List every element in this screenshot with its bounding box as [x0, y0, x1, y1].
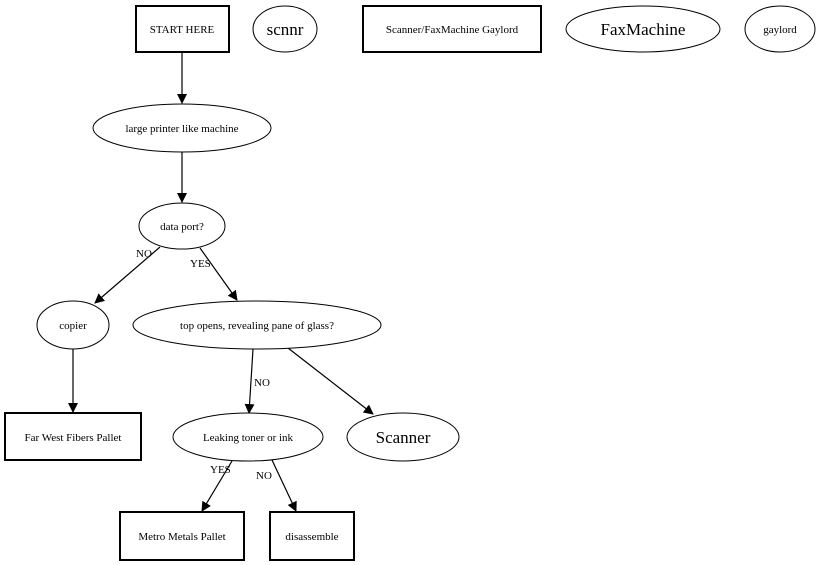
node-copier: copier	[36, 300, 110, 350]
node-gaylord-label: gaylord	[763, 24, 797, 36]
node-top-opens-label: top opens, revealing pane of glass?	[180, 320, 334, 332]
node-scanner: Scanner	[346, 412, 460, 462]
node-far-west-fibers: Far West Fibers Pallet	[4, 412, 142, 461]
node-gaylord: gaylord	[744, 5, 816, 53]
node-large-printer-label: large printer like machine	[125, 123, 238, 135]
node-scanner-fax-gaylord: Scanner/FaxMachine Gaylord	[362, 5, 542, 53]
edge-labels: NO YES NO YES NO	[136, 248, 272, 482]
edge-label-leaking-metro: YES	[210, 464, 231, 476]
node-faxmachine-label: FaxMachine	[601, 20, 686, 39]
edges	[68, 52, 374, 512]
node-data-port: data port?	[138, 202, 226, 250]
node-scanner-label: Scanner	[376, 428, 431, 447]
edge-top-opens-to-scanner	[287, 347, 374, 415]
node-far-west-fibers-label: Far West Fibers Pallet	[25, 432, 122, 444]
edge-data-port-to-top-opens	[199, 247, 238, 301]
node-start-here: START HERE	[135, 5, 230, 53]
edge-label-data-port-top-opens: YES	[190, 258, 211, 270]
node-leaking-toner-label: Leaking toner or ink	[203, 432, 294, 444]
node-copier-label: copier	[59, 320, 87, 332]
node-scnnr-label: scnnr	[267, 20, 304, 39]
edge-top-opens-to-leaking	[244, 348, 255, 414]
edge-leaking-to-disassemble	[271, 459, 297, 512]
node-disassemble-label: disassemble	[285, 531, 338, 543]
edge-label-data-port-copier: NO	[136, 248, 152, 260]
edge-leaking-to-metro-metals	[201, 460, 233, 512]
edge-label-leaking-disassemble: NO	[256, 470, 272, 482]
node-metro-metals-label: Metro Metals Pallet	[138, 531, 225, 543]
node-faxmachine: FaxMachine	[565, 5, 721, 53]
node-disassemble: disassemble	[269, 511, 355, 561]
node-start-here-label: START HERE	[150, 24, 215, 36]
node-large-printer: large printer like machine	[92, 103, 272, 153]
edge-data-port-to-copier	[94, 246, 161, 304]
node-top-opens: top opens, revealing pane of glass?	[132, 300, 382, 350]
edge-label-top-opens-leaking: NO	[254, 377, 270, 389]
node-scnnr: scnnr	[252, 5, 318, 53]
node-metro-metals: Metro Metals Pallet	[119, 511, 245, 561]
node-leaking-toner: Leaking toner or ink	[172, 412, 324, 462]
node-scanner-fax-gaylord-label: Scanner/FaxMachine Gaylord	[386, 24, 519, 36]
node-data-port-label: data port?	[160, 221, 204, 233]
